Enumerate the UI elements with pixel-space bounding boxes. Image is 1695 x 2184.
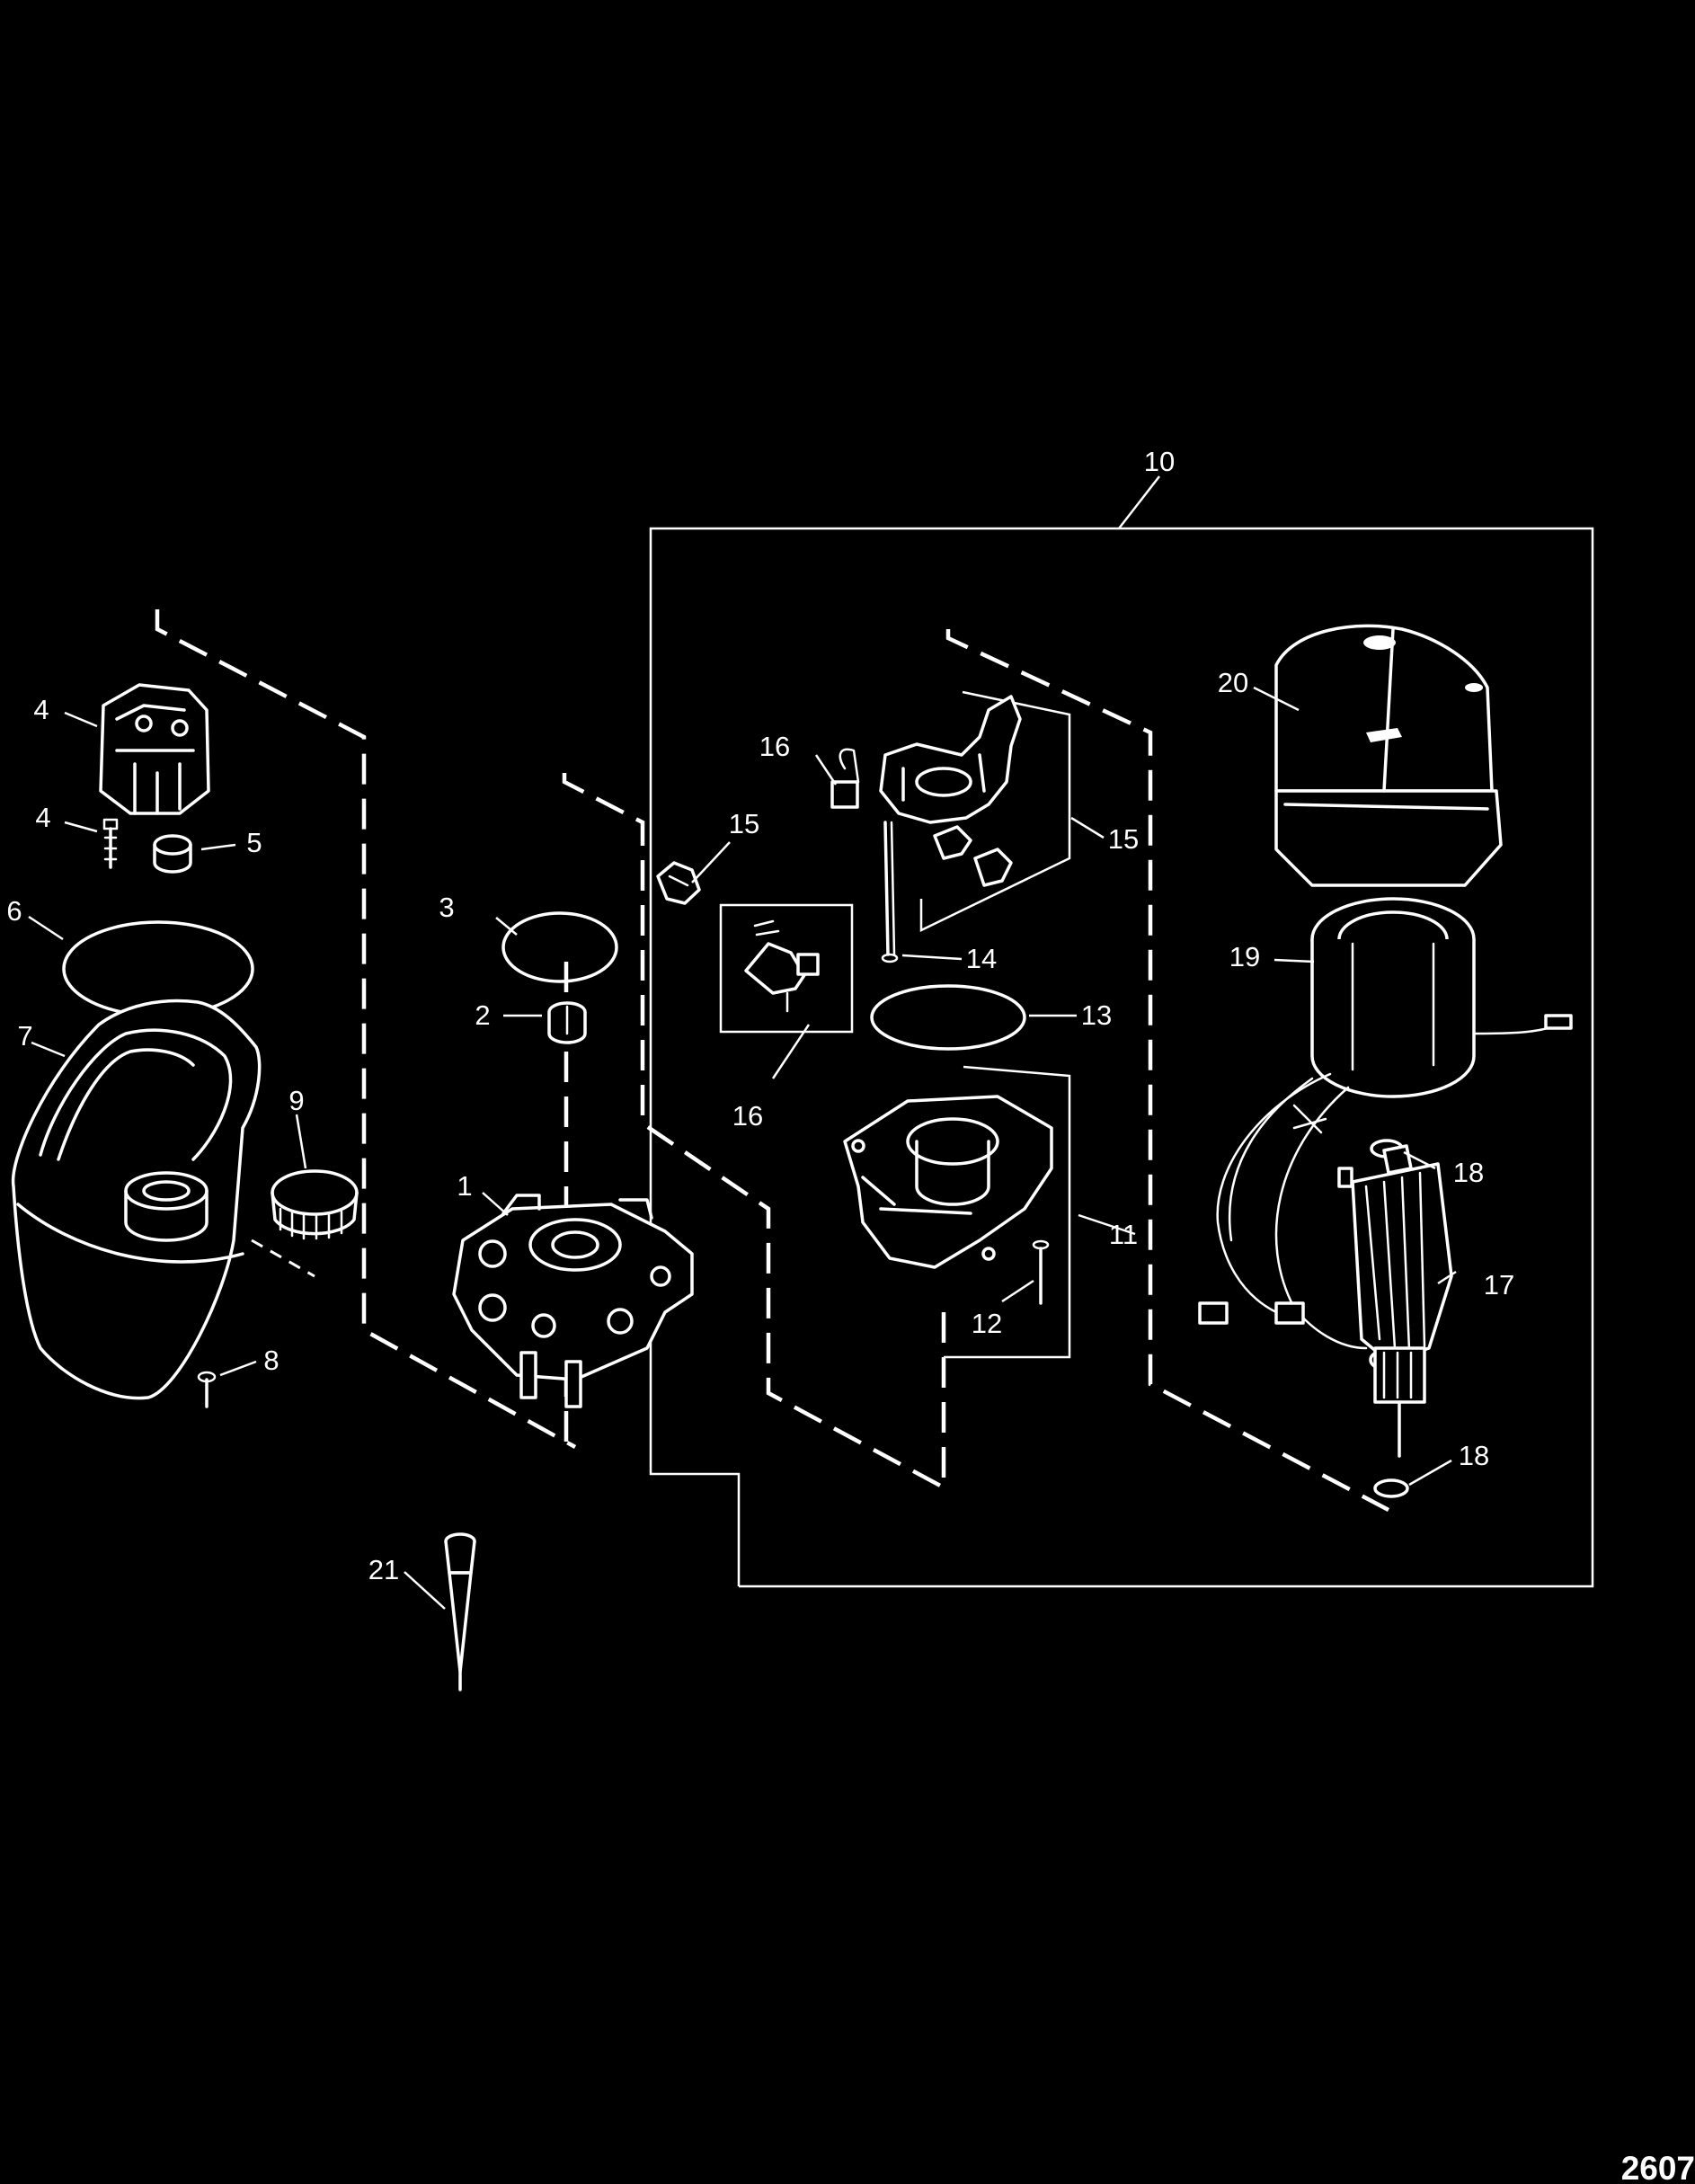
- callout-4-top: 4: [33, 694, 49, 725]
- end-cap-part-11: [843, 1095, 1053, 1269]
- callout-14: 14: [966, 943, 997, 974]
- callout-5: 5: [246, 827, 262, 858]
- callout-4-screw: 4: [35, 802, 50, 833]
- screw-part-12: [1032, 1239, 1050, 1305]
- motor-frame-part-19: [1198, 897, 1573, 1371]
- callout-11: 11: [1109, 1219, 1138, 1250]
- callout-15-clip: 15: [729, 808, 759, 839]
- callout-8: 8: [263, 1345, 279, 1376]
- callout-7: 7: [17, 1020, 32, 1052]
- brush-clip-part-15: [656, 861, 701, 905]
- valve-block-part-4: [99, 683, 210, 815]
- callout-3: 3: [439, 892, 454, 923]
- callout-1: 1: [457, 1170, 472, 1202]
- fill-cap-part-9: [271, 1169, 359, 1240]
- callout-20: 20: [1218, 667, 1248, 698]
- figure-number: 2607: [1621, 2150, 1695, 2184]
- callout-15-holder: 15: [1108, 823, 1139, 855]
- screw-part-8: [197, 1371, 217, 1408]
- o-ring-part-13: [870, 984, 1026, 1051]
- callout-16-brush: 16: [732, 1100, 763, 1132]
- brush-detail-part-16: [744, 919, 820, 1013]
- wire-lead-part-16: [830, 748, 860, 809]
- nut-part-5: [153, 834, 192, 874]
- callout-9: 9: [288, 1085, 304, 1116]
- washer-part-18-bottom: [1373, 1478, 1409, 1498]
- screw-part-4: [102, 818, 119, 869]
- callout-18-bottom: 18: [1459, 1440, 1489, 1471]
- probe-part-21: [444, 1532, 476, 1691]
- callout-10: 10: [1144, 446, 1175, 477]
- callout-17: 17: [1484, 1269, 1514, 1301]
- callout-12: 12: [972, 1308, 1002, 1339]
- pump-motor-assembly-frame: [649, 527, 1594, 1588]
- callout-18-top: 18: [1453, 1157, 1484, 1188]
- check-valve-part-2: [547, 1001, 587, 1044]
- callout-13: 13: [1081, 999, 1112, 1031]
- callout-6: 6: [6, 895, 22, 927]
- o-ring-part-3: [501, 911, 618, 983]
- callout-19: 19: [1229, 941, 1260, 972]
- motor-cover-part-20: [1274, 624, 1503, 887]
- pump-part-1: [452, 1194, 694, 1408]
- callout-21: 21: [368, 1554, 399, 1585]
- callout-16-lead: 16: [759, 731, 790, 762]
- armature-part-17: [1351, 1144, 1453, 1458]
- leader-lines: [28, 475, 1457, 1610]
- brush-holder-part-15: [879, 695, 1022, 887]
- callout-2: 2: [475, 999, 490, 1031]
- through-bolt-part-14: [881, 821, 899, 963]
- reservoir-part-7: [11, 999, 262, 1400]
- callout-labels: 4 4 5 6 7 9 8 3 2 1 10 11 12 13 14 15 15…: [6, 446, 1514, 1585]
